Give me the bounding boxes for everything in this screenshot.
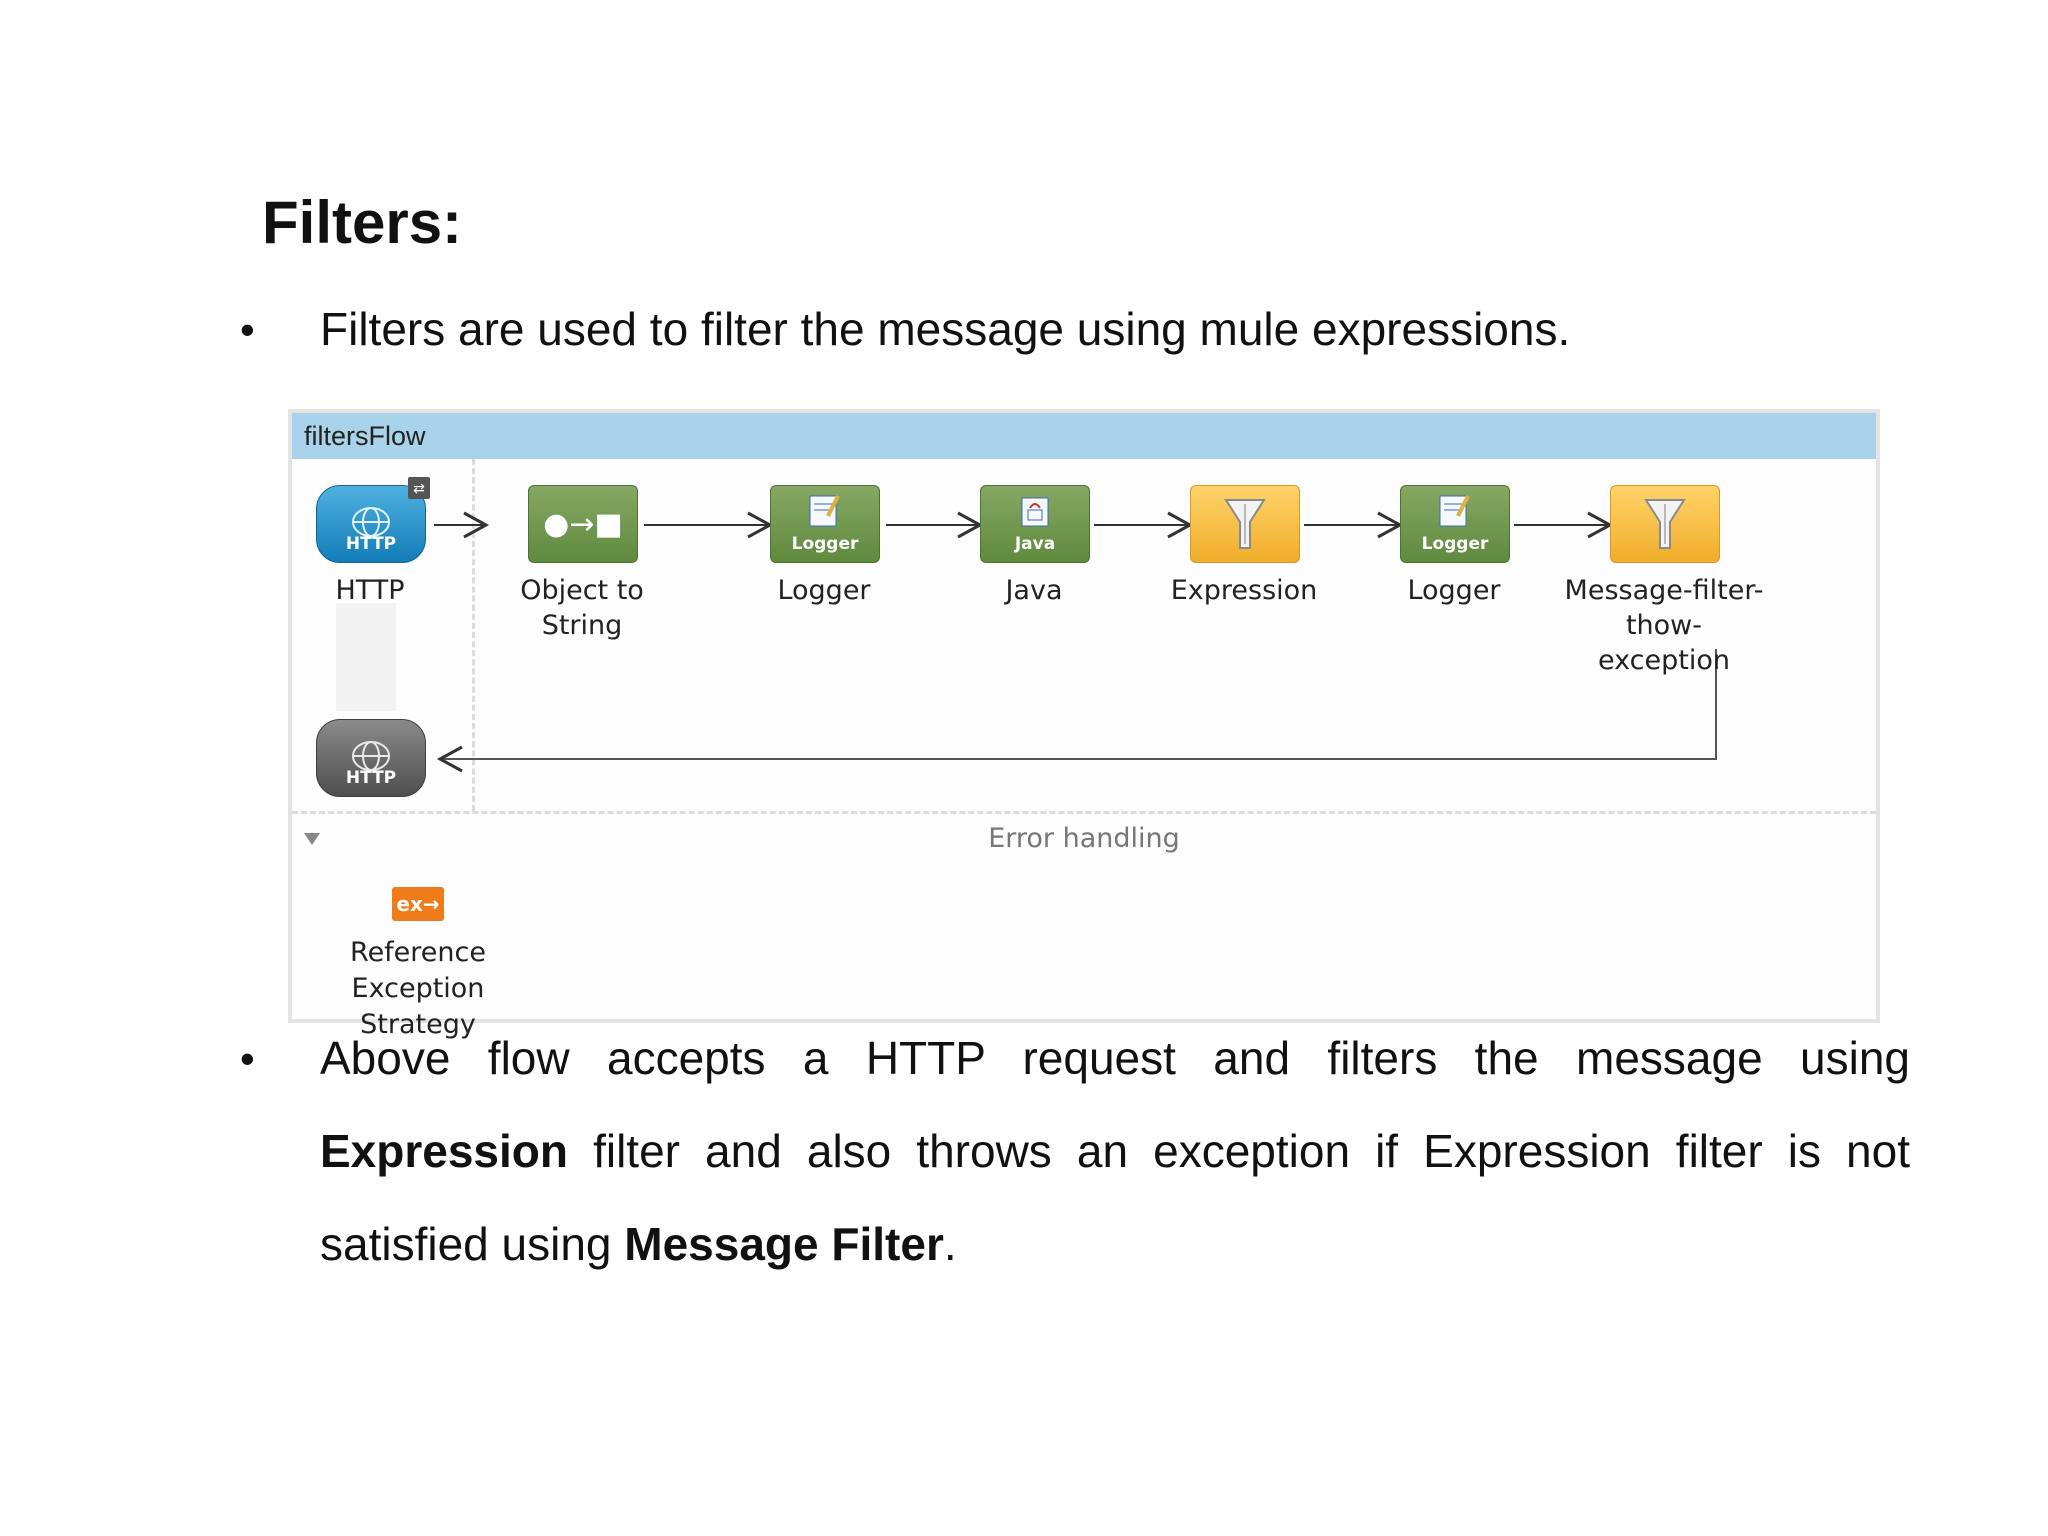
node-label: Expression (1170, 575, 1318, 606)
flow-diagram: filtersFlow HTTP (288, 409, 1880, 1040)
node-label: Java (1005, 575, 1063, 606)
http-globe-icon (352, 507, 390, 537)
flow-title[interactable]: filtersFlow (292, 413, 1876, 459)
error-handling-divider (292, 811, 1876, 814)
logger-node[interactable]: Logger (1400, 485, 1510, 563)
node-label: HTTP (335, 575, 405, 606)
node-label: Object to String (520, 575, 644, 641)
http-globe-icon (352, 741, 390, 771)
node-label: Logger (1407, 575, 1501, 606)
bullet-dot: • (240, 1035, 255, 1082)
bullet-text: Above flow accepts a HTTP request and fi… (320, 1032, 1910, 1270)
source-divider (472, 459, 475, 811)
exception-strategy-icon[interactable]: ex→ (392, 887, 444, 921)
node-label: Logger (777, 575, 871, 606)
swap-icon[interactable]: ⇄ (408, 477, 430, 499)
bullet-item: • Above flow accepts a HTTP request and … (240, 1012, 1910, 1292)
filter-funnel-icon (1644, 499, 1686, 549)
message-filter-node[interactable] (1610, 485, 1720, 563)
bullet-text: Filters are used to filter the message u… (320, 303, 1571, 355)
exception-strategy-label: Reference Exception Strategy (350, 937, 486, 1040)
object-to-string-node[interactable]: ●→■ (528, 485, 638, 563)
java-node[interactable]: Java (980, 485, 1090, 563)
http-response-node[interactable]: HTTP (316, 719, 426, 797)
response-connector (436, 649, 1717, 773)
http-listener-node[interactable]: HTTP (316, 485, 426, 563)
expression-filter-node[interactable] (1190, 485, 1300, 563)
collapse-arrow-icon[interactable] (304, 833, 320, 845)
flow-connectors (336, 511, 1717, 773)
filter-funnel-icon (1224, 499, 1266, 549)
error-handling-title: Error handling (988, 823, 1180, 854)
node-label: Message-filter- thow-exception (1564, 575, 1764, 676)
bullet-dot: • (240, 306, 255, 353)
logger-node[interactable]: Logger (770, 485, 880, 563)
object-to-string-icon: ●→■ (543, 506, 623, 542)
slide-title: Filters: (262, 189, 463, 256)
java-icon (1021, 497, 1049, 527)
source-lane (336, 603, 396, 711)
logger-icon (809, 495, 840, 527)
bullet-item: • Filters are used to filter the message… (240, 283, 1910, 376)
logger-icon (1439, 495, 1470, 527)
